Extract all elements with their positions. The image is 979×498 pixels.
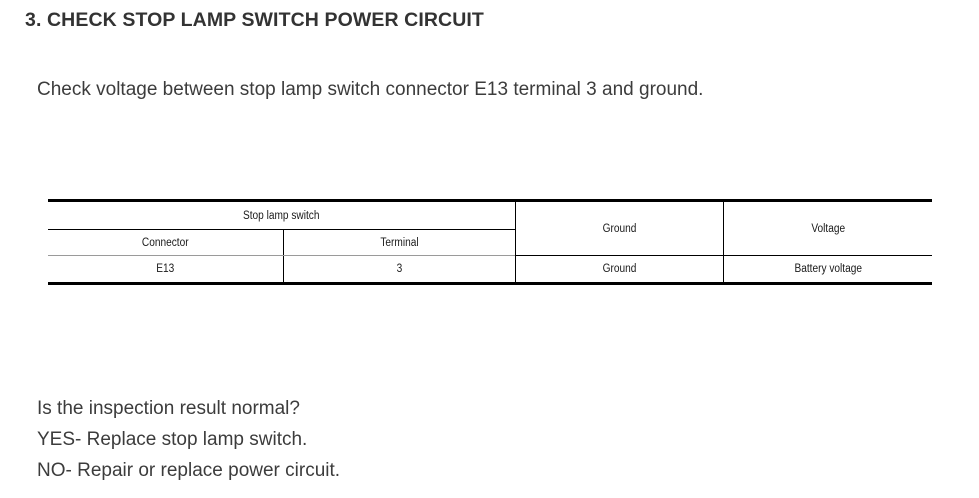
spec-table: Stop lamp switch Ground Voltage Connecto… [48,199,932,285]
conclusion-block: Is the inspection result normal? YES- Re… [37,393,340,486]
header-voltage-label: Voltage [810,222,845,235]
conclusion-no-line: NO- Repair or replace power circuit. [37,460,341,481]
conclusion-yes-line: YES- Replace stop lamp switch. [37,429,308,450]
cell-voltage-value: Battery voltage [793,263,862,275]
cell-connector: E13 [48,255,283,285]
header-connector-label: Connector [141,236,189,249]
table-header-connector: Connector [48,229,283,256]
header-terminal-label: Terminal [379,236,419,249]
cell-terminal-value: 3 [396,263,402,275]
table-group-header-stop-lamp-switch: Stop lamp switch [48,199,515,230]
group-header-label: Stop lamp switch [242,209,320,222]
table-group-header-row: Stop lamp switch Ground Voltage [48,199,932,256]
cell-terminal: 3 [282,255,516,285]
table-header-ground: Ground [514,199,724,256]
table-header-voltage: Voltage [723,199,932,256]
cell-voltage: Battery voltage [723,255,932,285]
spec-table-container: Stop lamp switch Ground Voltage Connecto… [48,199,932,285]
header-ground-label: Ground [602,222,636,235]
instruction-text: Check voltage between stop lamp switch c… [37,79,704,100]
table-row: E13 3 Ground Battery voltage [48,255,932,285]
page-title: 3. CHECK STOP LAMP SWITCH POWER CIRCUIT [25,9,484,31]
cell-connector-value: E13 [156,263,175,275]
table-subheader-row: Connector Terminal [48,229,932,256]
conclusion-question: Is the inspection result normal? [37,398,300,419]
table-header-terminal: Terminal [282,229,515,256]
cell-ground: Ground [515,255,724,285]
cell-ground-value: Ground [602,263,636,275]
